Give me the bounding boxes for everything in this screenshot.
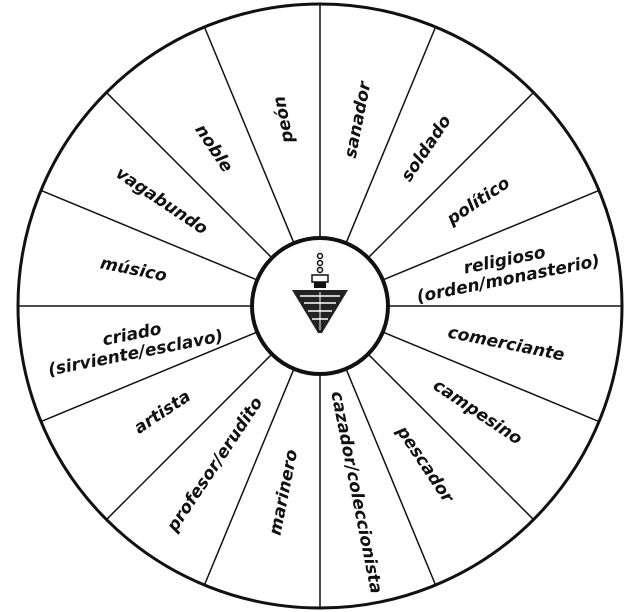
segment-label-line: político [443, 173, 514, 230]
segment-label: político [443, 173, 514, 230]
segment-label: comerciante [446, 323, 566, 366]
segment-label: campesino [429, 376, 526, 450]
segment-label-line: comerciante [446, 323, 566, 366]
segment-label: cazador/coleccionista [326, 390, 386, 596]
segment-label-line: noble [190, 121, 236, 176]
segment-label-line: cazador/coleccionista [326, 390, 386, 596]
segment-label-line: artista [131, 386, 195, 438]
segment-label-line: peón [269, 94, 298, 145]
segment-label: artista [131, 386, 195, 438]
segment-label: marinero [266, 448, 303, 538]
segment-label: criado(sirviente/esclavo) [43, 308, 225, 381]
segment-label: profesor/erudito [163, 393, 268, 536]
segment-label-line: vagabundo [112, 163, 212, 239]
segment-label: soldado [397, 111, 455, 185]
segment-label-line: sanador [341, 78, 376, 159]
segment-label-line: profesor/erudito [163, 393, 268, 536]
segment-label: vagabundo [112, 163, 212, 239]
segment-label: peón [269, 94, 298, 145]
segment-label-line: campesino [429, 376, 526, 450]
segment-divider [368, 92, 533, 257]
segment-label-line: marinero [266, 448, 303, 538]
segment-label-line: músico [98, 253, 168, 286]
segment-label: músico [98, 253, 168, 286]
segment-label: religioso(orden/monasterio) [411, 233, 601, 308]
segment-label-line: soldado [397, 111, 455, 185]
segment-label: noble [190, 121, 236, 176]
segment-label: sanador [341, 78, 376, 159]
